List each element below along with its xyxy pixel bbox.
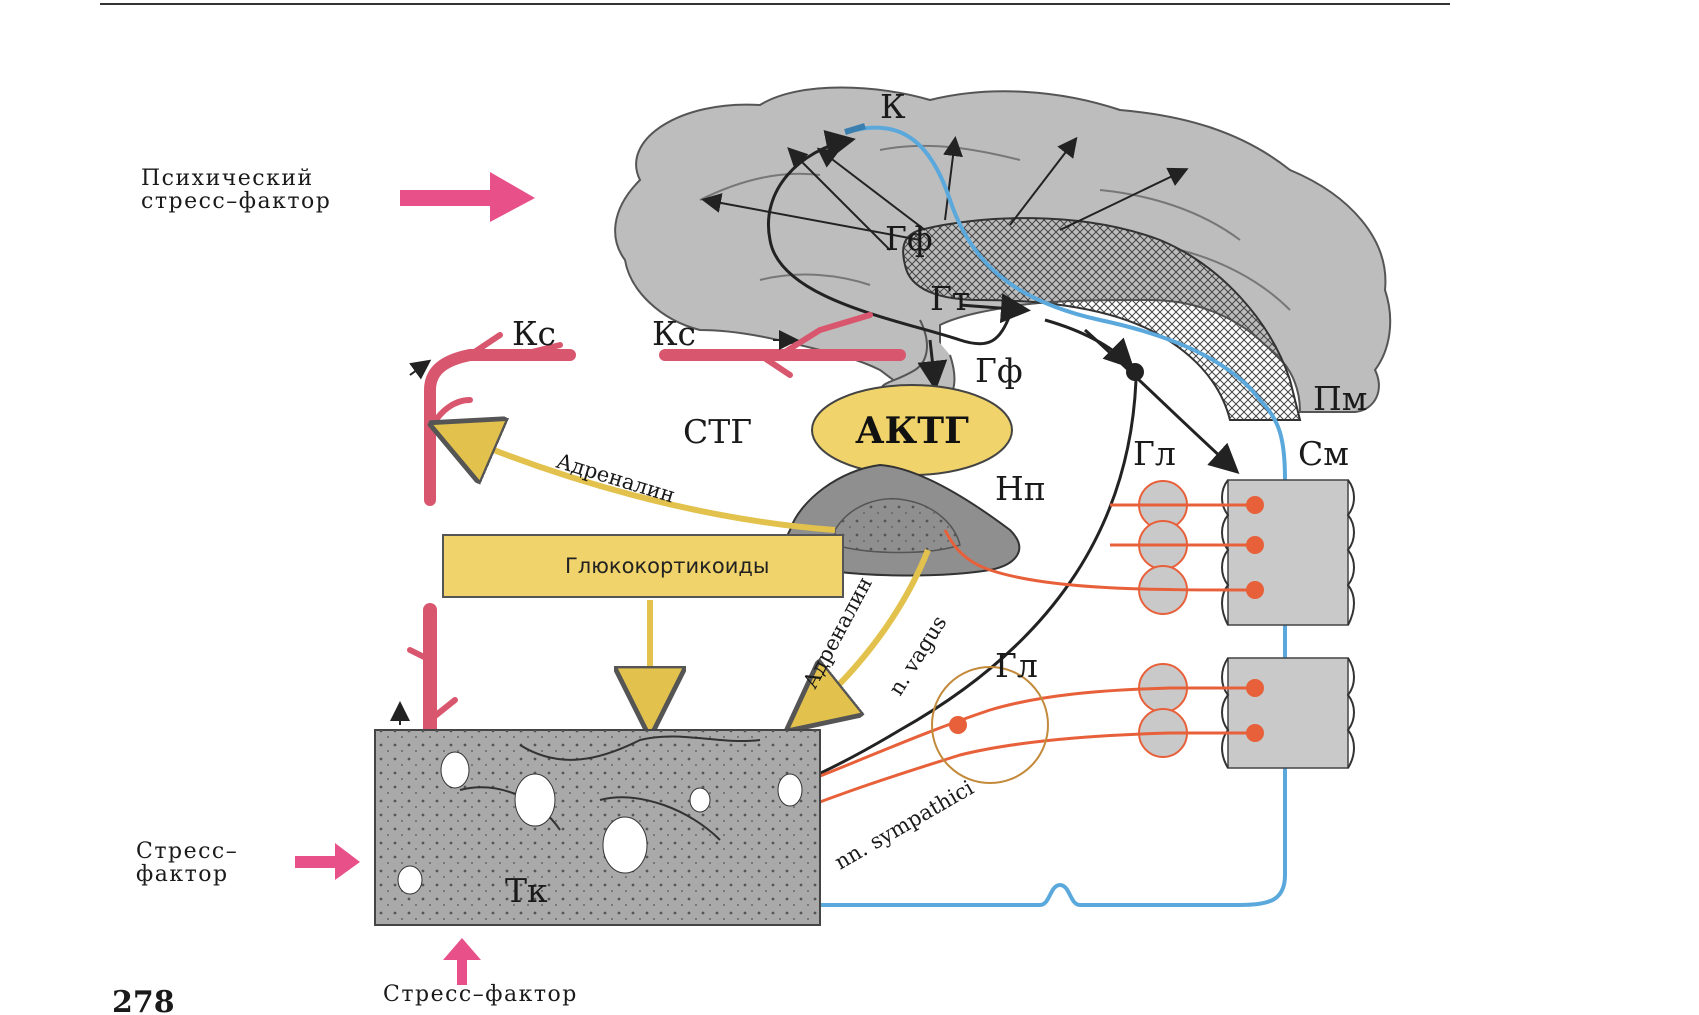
label-vessel-left: Кс <box>512 314 556 353</box>
label-spinal-top: Пм <box>1313 379 1367 418</box>
label-tissue: Тк <box>505 871 548 910</box>
stress-bottom: Стресс–фактор <box>383 982 578 1007</box>
glucocorticoids-box: Глюкокортикоиды <box>443 535 843 597</box>
label-hypothalamus: Гт <box>930 279 970 318</box>
label-stg: СТГ <box>683 412 752 451</box>
label-spinal-cord: См <box>1298 434 1349 473</box>
psych-stress-line1: Психический <box>141 166 314 191</box>
spinal-cord <box>1222 480 1354 768</box>
label-cortex: К <box>880 87 906 126</box>
label-ganglion-top: Гл <box>1133 434 1176 473</box>
glucocorticoids-label: Глюкокортикоиды <box>565 554 769 578</box>
sympathetic-chain <box>1139 481 1187 757</box>
tissue-block <box>375 730 820 925</box>
label-ganglion-bottom: Гл <box>995 646 1038 685</box>
vagus-label: n. vagus <box>884 611 952 699</box>
page-number: 278 <box>112 985 175 1015</box>
label-pituitary: Гф <box>975 351 1023 390</box>
aktg-hormone: АКТГ <box>812 385 1012 475</box>
psych-stress-line2: стресс–фактор <box>141 189 331 214</box>
stress-left-line2: фактор <box>136 862 229 887</box>
aktg-label: АКТГ <box>855 410 969 452</box>
stress-left-line1: Стресс– <box>136 839 238 864</box>
label-adrenal: Нп <box>995 469 1046 508</box>
label-hippocampus: Гф <box>885 219 933 258</box>
label-vessel-right: Кс <box>652 314 696 353</box>
